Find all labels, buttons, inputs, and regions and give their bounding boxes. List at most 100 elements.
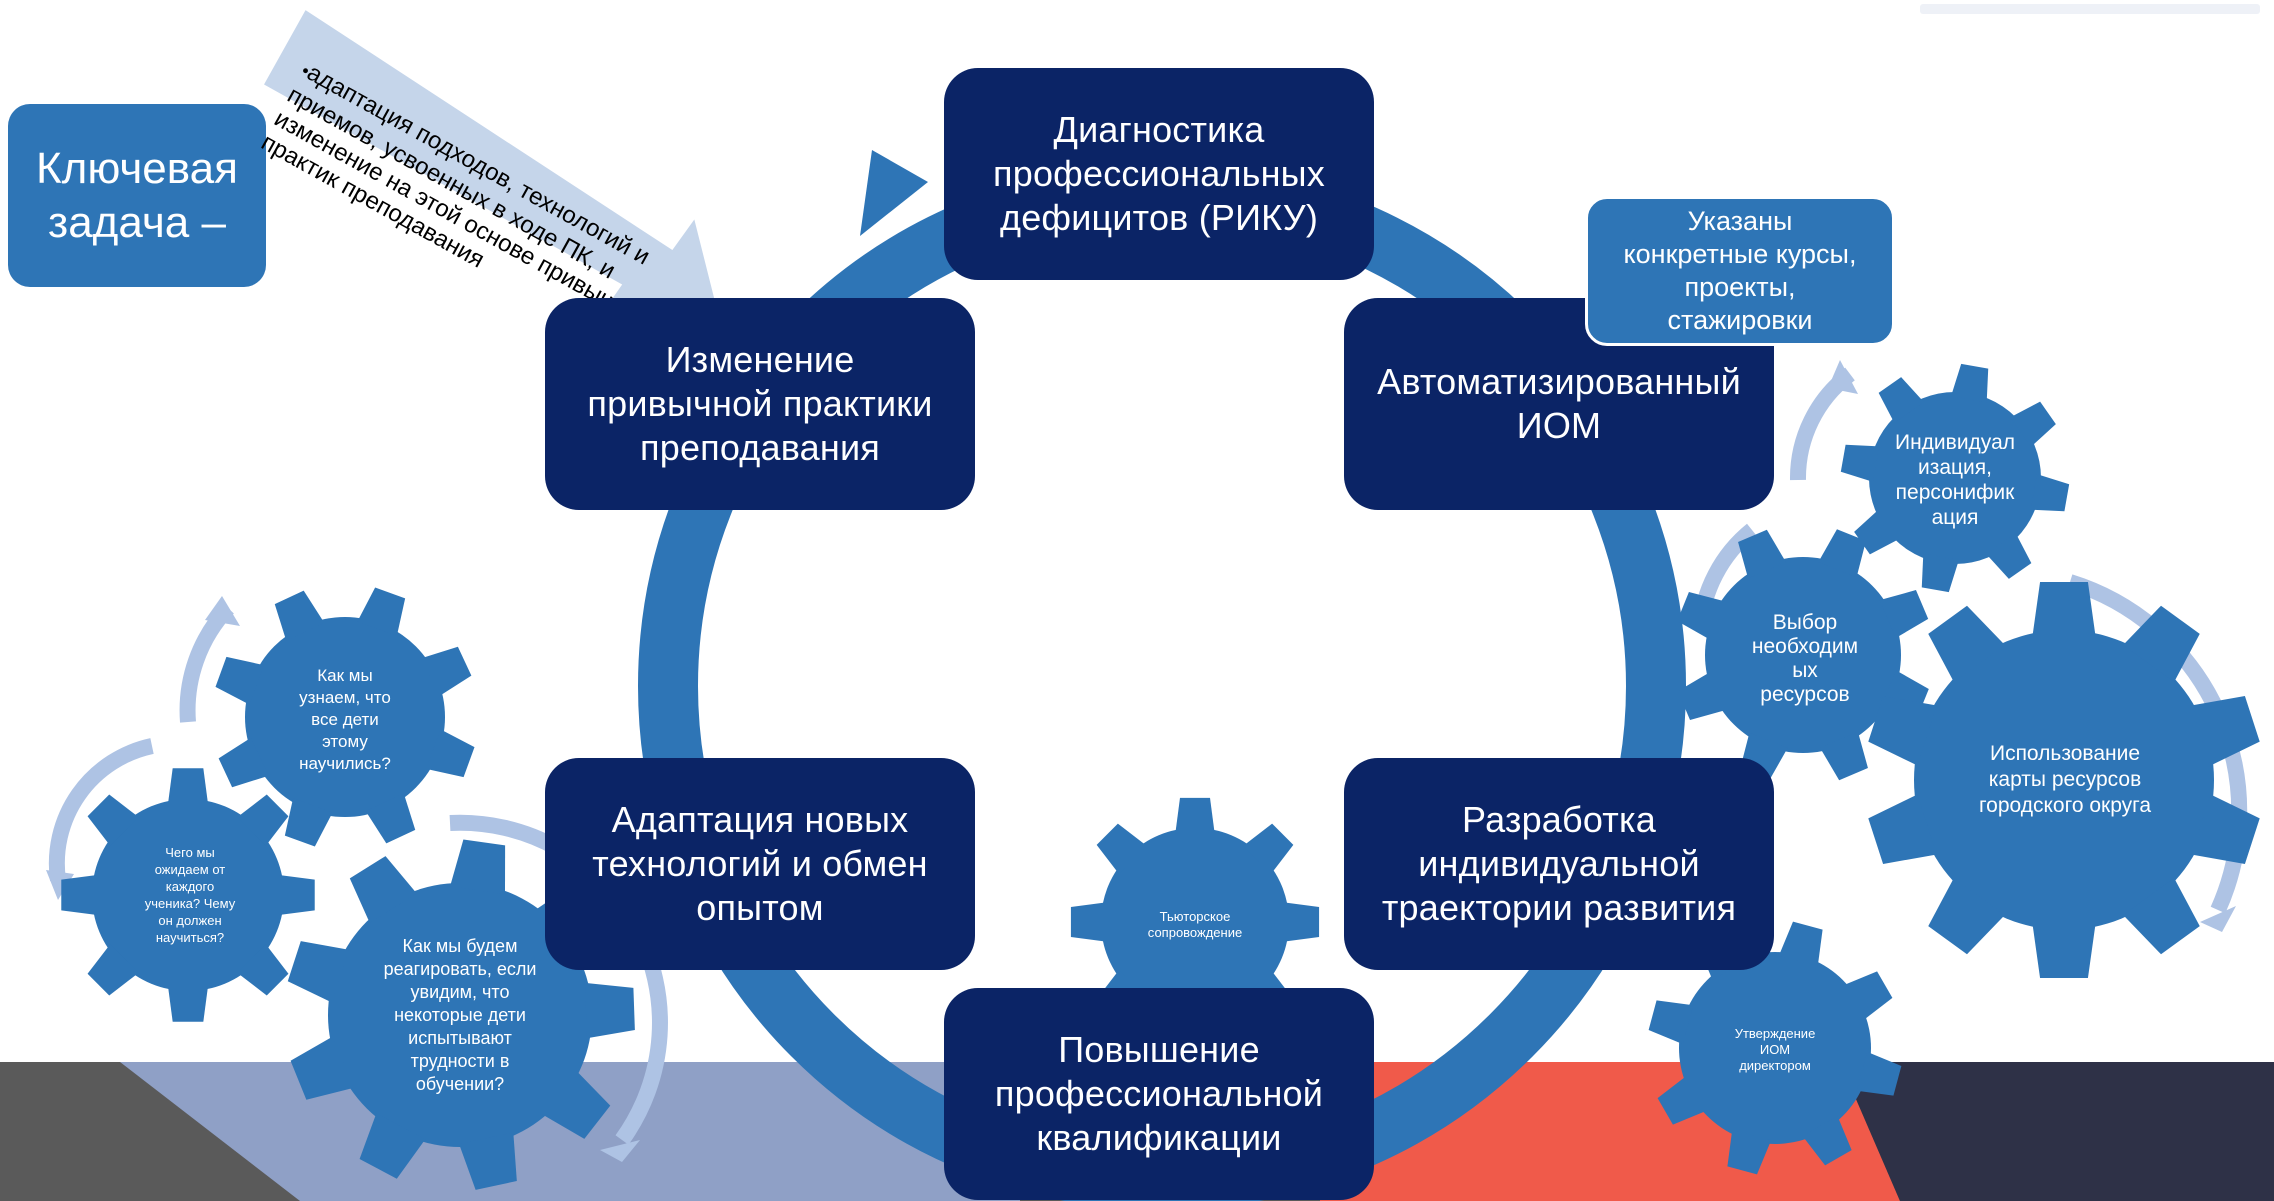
- arc-right-top-head: [1828, 360, 1858, 394]
- what-expect-line5: он должен: [158, 913, 222, 928]
- development-line2: индивидуальной: [1418, 843, 1700, 884]
- gear-individualization-tooth: [1951, 363, 1989, 403]
- gear-approval-tooth: [1727, 1129, 1772, 1175]
- gear-resource-map-tooth: [2191, 696, 2260, 766]
- what-expect-line4: ученика? Чему: [144, 896, 236, 911]
- gear-tutor-tooth: [1243, 823, 1294, 874]
- gear-choice-tooth: [1818, 529, 1866, 578]
- gear-choice-tooth: [1879, 590, 1929, 638]
- how-know-line3: все дети: [311, 710, 379, 729]
- gear-how-know: [215, 587, 475, 847]
- gear-what-expect-tooth: [237, 794, 289, 846]
- gear-tutor-tooth: [1096, 823, 1147, 874]
- gear-what-expect-tooth: [167, 985, 209, 1022]
- individualization-line3: персонифик: [1895, 481, 2015, 504]
- gear-label-how-know: Как мы узнаем, что все дети этому научил…: [270, 660, 420, 780]
- gear-choice-body: [1705, 557, 1901, 753]
- gear-label-individualization: Индивидуал изация, персонифик ация: [1865, 425, 2045, 535]
- gear-approval-tooth: [1648, 1000, 1694, 1045]
- how-react-line2: реагировать, если: [383, 958, 537, 979]
- approval-line3: директором: [1739, 1058, 1811, 1073]
- presentation-toolbar-strip: [1920, 4, 2260, 14]
- gear-approval-body: [1679, 952, 1871, 1144]
- automated-line2: ИОМ: [1516, 405, 1602, 446]
- gear-individualization: [1840, 363, 2070, 593]
- qualification-line2: профессиональной: [994, 1073, 1324, 1114]
- change-line1: Изменение: [665, 339, 855, 380]
- gear-label-choice: Выбор необходим ых ресурсов: [1715, 604, 1895, 714]
- tutor-line2: сопровождение: [1147, 925, 1243, 940]
- gear-tutor-tooth: [1175, 797, 1215, 834]
- gear-how-react-body: [328, 883, 592, 1147]
- how-react-line3: увидим, что: [410, 981, 510, 1002]
- gear-resource-map-tooth: [2032, 924, 2096, 978]
- gear-label-approval: Утверждение ИОМ директором: [1700, 1015, 1850, 1085]
- gear-resource-map-tooth: [1928, 605, 2005, 683]
- gear-how-react-tooth: [290, 1036, 354, 1100]
- gear-how-react-tooth: [542, 1070, 611, 1139]
- bg-dark-segment: [1840, 1062, 2274, 1201]
- gear-resource-map-tooth: [2032, 582, 2096, 636]
- gear-how-react-tooth: [450, 839, 506, 895]
- arc-right-outer-head: [2200, 906, 2236, 932]
- gear-what-expect-tooth: [167, 768, 209, 805]
- gear-tutor-tooth: [1070, 902, 1107, 942]
- gear-choice-tooth: [1738, 529, 1786, 579]
- gear-how-react-tooth: [459, 1132, 517, 1190]
- adaptation-line1: Адаптация новых: [611, 799, 909, 840]
- cycle-step-change-practice: Изменение привычной практики преподавани…: [545, 298, 975, 510]
- gear-individualization-tooth: [1921, 553, 1959, 593]
- arc-bottom-head: [600, 1140, 640, 1162]
- how-know-line4: этому: [322, 732, 368, 751]
- gear-how-know-tooth: [365, 793, 416, 844]
- what-expect-line3: каждого: [165, 879, 215, 894]
- what-expect-line1: Чего мы: [165, 845, 215, 860]
- gear-choice-tooth: [1677, 592, 1726, 640]
- gear-individualization-body: [1869, 392, 2041, 564]
- gear-individualization-tooth: [1986, 533, 2032, 579]
- individualization-line1: Индивидуал: [1894, 431, 2015, 454]
- cycle-step-adaptation: Адаптация новых технологий и обмен опыто…: [545, 758, 975, 970]
- arc-top-left-head: [205, 596, 240, 626]
- gear-individualization-tooth: [2030, 474, 2070, 512]
- key-task-line1: Ключевая: [36, 143, 238, 193]
- how-react-line1: Как мы будем: [402, 935, 518, 956]
- gear-what-expect-tooth: [278, 874, 315, 916]
- what-expect-line6: научиться?: [155, 930, 225, 945]
- gear-what-expect-tooth: [87, 794, 139, 846]
- cycle-step-diagnostics: Диагностика профессиональных дефицитов (…: [944, 68, 1374, 280]
- qualification-line3: квалификации: [1036, 1117, 1282, 1158]
- gear-what-expect: [61, 768, 315, 1022]
- gear-resource-map-tooth: [1868, 794, 1937, 864]
- diagnostics-line1: Диагностика: [1053, 109, 1265, 150]
- gear-individualization-tooth: [1854, 509, 1900, 555]
- choice-line2: необходим: [1751, 635, 1859, 658]
- adaptation-line2: технологий и обмен: [592, 843, 928, 884]
- how-know-line5: научились?: [299, 754, 391, 773]
- gear-how-know-body: [245, 617, 445, 817]
- gear-individualization-tooth: [1840, 444, 1880, 482]
- gear-how-react-tooth: [349, 856, 417, 923]
- gear-how-know-tooth: [274, 590, 325, 641]
- individualization-line4: ация: [1931, 506, 1979, 529]
- resource-map-line3: городского округа: [1978, 794, 2152, 817]
- gear-resource-map-tooth: [2191, 794, 2260, 864]
- resource-map-line2: карты ресурсов: [1988, 768, 2142, 791]
- gear-tutor-tooth: [1283, 902, 1320, 942]
- development-line1: Разработка: [1462, 799, 1656, 840]
- cycle-step-development: Разработка индивидуальной траектории раз…: [1344, 758, 1774, 970]
- gear-label-tutor: Тьюторское сопровождение: [1125, 900, 1265, 950]
- diagnostics-line3: дефицитов (РИКУ): [999, 197, 1319, 238]
- courses-line2: конкретные курсы,: [1623, 239, 1857, 269]
- gear-what-expect-tooth: [61, 874, 98, 916]
- gear-how-know-tooth: [218, 737, 269, 788]
- gear-how-react-tooth: [359, 1113, 426, 1179]
- bg-blue-segment: [120, 1062, 1020, 1201]
- gear-approval-tooth: [1778, 921, 1823, 967]
- gear-how-react-tooth: [584, 982, 635, 1039]
- gear-how-know-tooth: [426, 729, 475, 778]
- qualification-line1: Повышение: [1058, 1029, 1260, 1070]
- how-react-line4: некоторые дети: [394, 1004, 526, 1025]
- gear-choice: [1677, 529, 1929, 781]
- gear-choice-tooth: [1677, 672, 1727, 720]
